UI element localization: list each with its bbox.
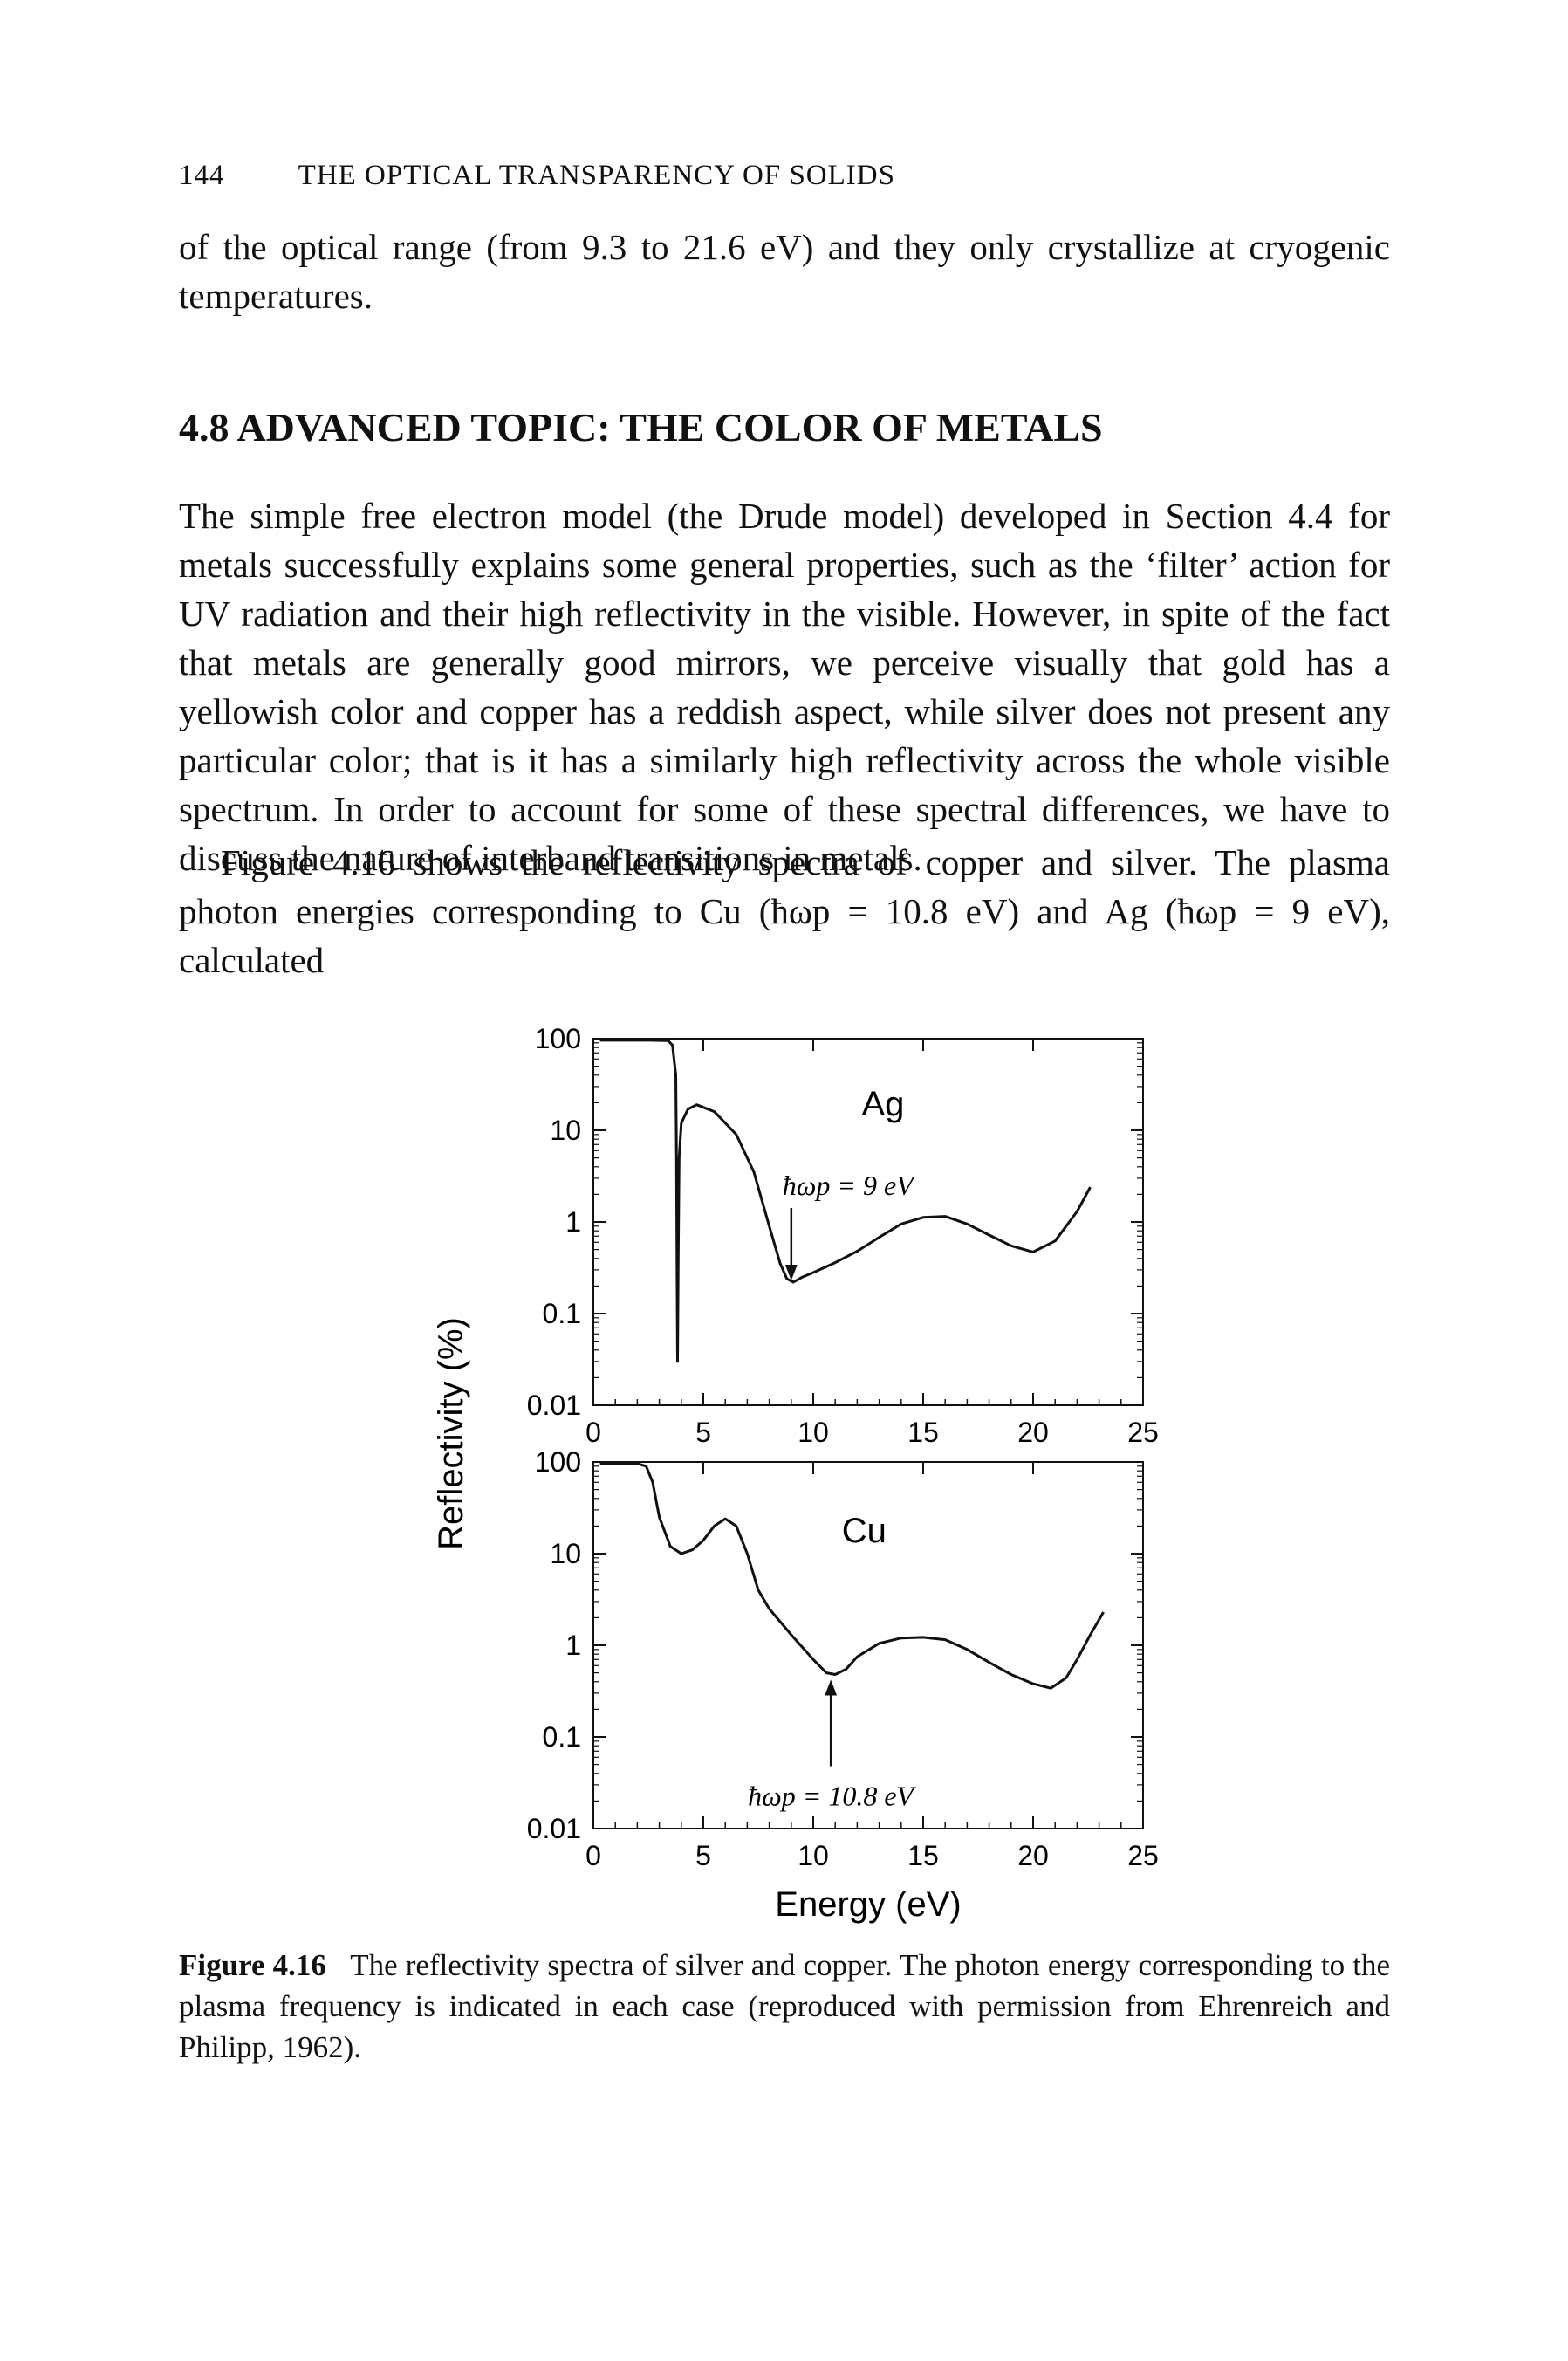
x-tick-label: 25 (1127, 1840, 1159, 1871)
paragraph-2: Figure 4.16 shows the reflectivity spect… (179, 842, 1390, 980)
y-axis-label: Reflectivity (%) (432, 1317, 470, 1550)
x-tick-label: 20 (1017, 1417, 1049, 1448)
reflectivity-curve (599, 1039, 1092, 1363)
x-tick-label: 5 (695, 1417, 711, 1448)
plasma-arrowhead (784, 1265, 798, 1281)
caption-label: Figure 4.16 (179, 1948, 326, 1982)
y-tick-label: 1 (565, 1630, 581, 1661)
x-tick-label: 25 (1127, 1417, 1159, 1448)
running-header: 144 THE OPTICAL TRANSPARENCY OF SOLIDS (179, 160, 895, 192)
y-tick-label: 0.01 (527, 1813, 581, 1844)
y-tick-label: 0.1 (543, 1721, 581, 1753)
x-tick-label: 10 (798, 1417, 829, 1448)
paragraph-top: of the optical range (from 9.3 to 21.6 e… (179, 227, 1390, 316)
y-tick-label: 1 (565, 1206, 581, 1238)
y-tick-label: 10 (550, 1115, 581, 1146)
panel-label: Ag (861, 1085, 904, 1123)
plasma-annotation: ħωp = 9 eV (783, 1170, 916, 1201)
x-tick-label: 0 (585, 1840, 601, 1871)
y-tick-label: 100 (535, 1023, 581, 1054)
x-axis-label: Energy (eV) (775, 1885, 961, 1924)
caption-text: The reflectivity spectra of silver and c… (179, 1948, 1390, 2064)
x-tick-label: 15 (907, 1840, 939, 1871)
y-tick-label: 100 (535, 1446, 581, 1478)
x-tick-label: 10 (798, 1840, 829, 1871)
figure-caption: Figure 4.16 The reflectivity spectra of … (179, 1945, 1390, 2068)
reflectivity-curve (599, 1462, 1105, 1690)
running-title: THE OPTICAL TRANSPARENCY OF SOLIDS (298, 160, 895, 191)
page-number: 144 (179, 160, 225, 191)
x-tick-label: 0 (585, 1417, 601, 1448)
panel-label: Cu (842, 1512, 887, 1550)
y-tick-label: 0.1 (543, 1298, 581, 1329)
section-title: 4.8 ADVANCED TOPIC: THE COLOR OF METALS (179, 405, 1103, 450)
plasma-annotation: ħωp = 10.8 eV (748, 1780, 916, 1811)
y-tick-label: 0.01 (527, 1390, 581, 1421)
x-tick-label: 5 (695, 1840, 711, 1871)
x-tick-label: 20 (1017, 1840, 1049, 1871)
y-tick-label: 10 (550, 1538, 581, 1569)
x-tick-label: 15 (907, 1417, 939, 1448)
plasma-arrowhead (825, 1679, 838, 1696)
paragraph-1: The simple free electron model (the Drud… (179, 496, 1390, 878)
